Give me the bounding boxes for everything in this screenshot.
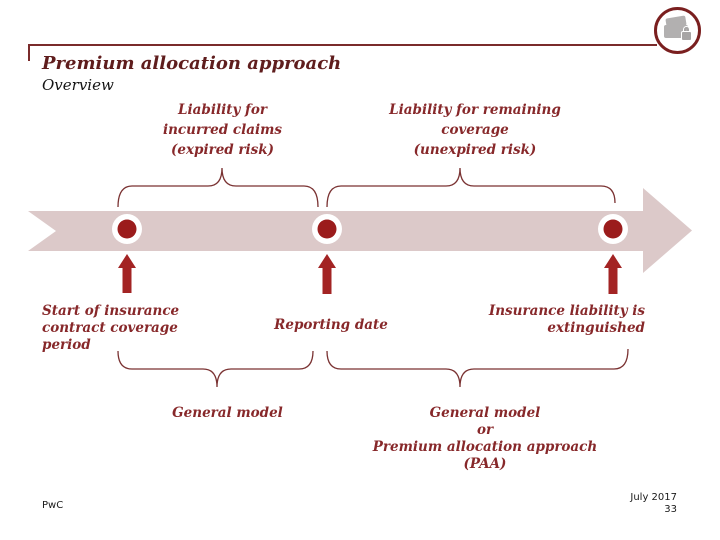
- timeline-dot-reporting: [312, 214, 342, 244]
- brace-general-model-right: [326, 348, 629, 388]
- timeline-band: [28, 188, 692, 273]
- padlock-body-shape: [682, 32, 691, 40]
- label-start-of-coverage: Start of insurance contract coverage per…: [42, 303, 180, 353]
- up-arrow-extinguished: [604, 254, 622, 294]
- label-liability-incurred-claims: Liability for incurred claims (expired r…: [162, 102, 283, 158]
- label-general-model: General model: [172, 405, 283, 421]
- footer-right: July 2017 33: [557, 492, 677, 516]
- top-rule: [28, 44, 657, 46]
- brace-general-model-left: [117, 350, 314, 388]
- top-rule-corner-tick: [28, 44, 30, 61]
- brace-unexpired-risk: [326, 167, 616, 208]
- label-general-model-or-paa: General model or Premium allocation appr…: [372, 405, 598, 472]
- page-title: Premium allocation approach: [42, 53, 342, 74]
- page-subtitle: Overview: [42, 76, 114, 94]
- footer-page-number: 33: [664, 504, 677, 515]
- up-arrow-start: [118, 254, 136, 293]
- label-liability-remaining-coverage: Liability for remaining coverage (unexpi…: [389, 102, 561, 158]
- padlock-shackle-shape: [684, 27, 689, 33]
- up-arrow-reporting: [318, 254, 336, 294]
- label-reporting-date: Reporting date: [274, 317, 388, 333]
- brace-expired-risk: [117, 167, 319, 208]
- label-liability-extinguished: Insurance liability is extinguished: [488, 303, 645, 336]
- footer-date: July 2017: [630, 492, 677, 503]
- footer-brand: PwC: [42, 500, 64, 511]
- timeline-dot-extinguished: [598, 214, 628, 244]
- device-lock-icon: [654, 7, 701, 54]
- timeline-dot-start: [112, 214, 142, 244]
